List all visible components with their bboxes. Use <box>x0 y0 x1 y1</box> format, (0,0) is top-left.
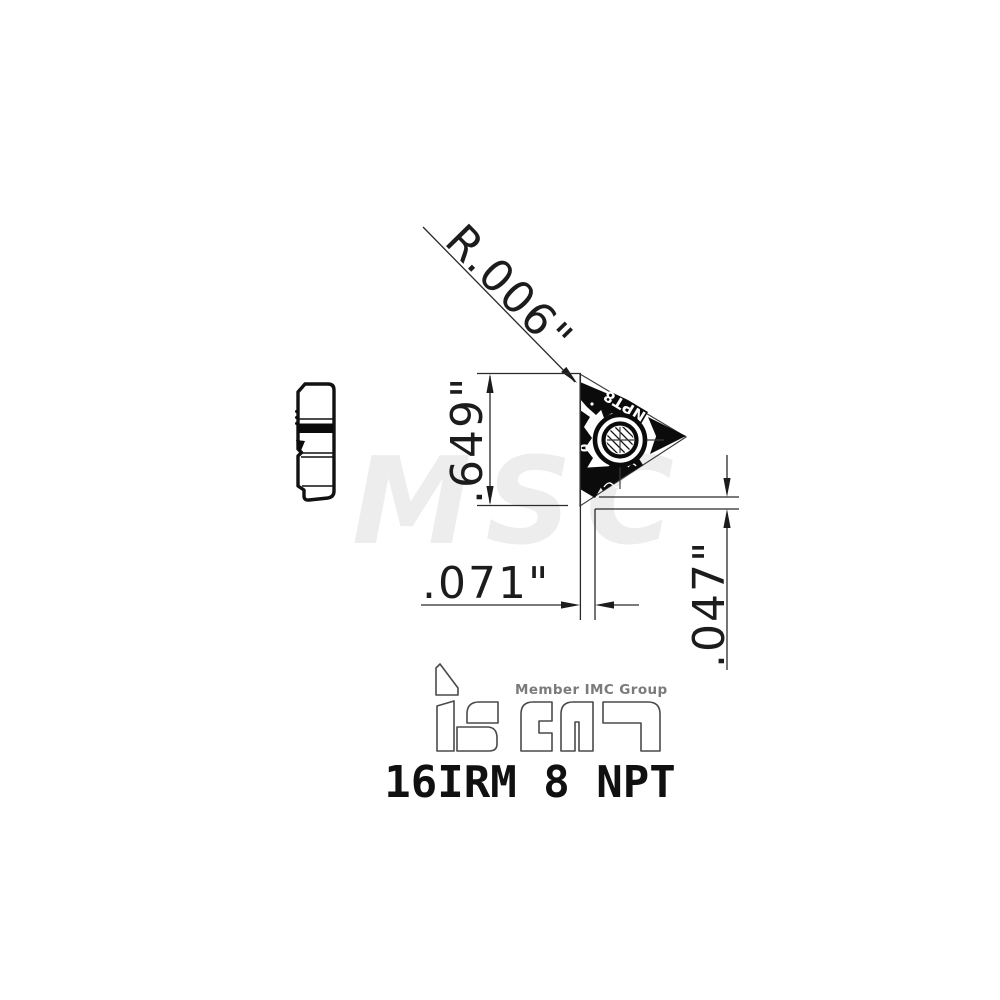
insert-tooth-right <box>648 417 686 454</box>
logo-s-top <box>466 701 499 724</box>
dim-label-corner-radius: R.006" <box>435 215 583 364</box>
dim-arrowhead <box>561 601 580 609</box>
dim-nose-width-offset: .071" <box>421 374 639 620</box>
insert-edge-band-top <box>599 391 648 424</box>
logo-i-stem <box>436 700 455 752</box>
product-model-title: 16IRM 8 NPT <box>384 757 675 808</box>
logo-a <box>560 701 594 752</box>
side-view-outline <box>296 382 336 502</box>
imc-group-tagline: Member IMC Group <box>515 682 668 698</box>
dim-arrowhead <box>595 601 614 609</box>
dim-corner-radius: R.006" <box>422 215 583 386</box>
insert-edge-band-left <box>580 410 593 472</box>
side-view-serration-dot <box>295 422 298 425</box>
logo-r <box>602 701 661 752</box>
dim-insert-height: .649" <box>442 372 581 507</box>
side-view-serration-dot <box>295 410 298 413</box>
dim-nose-height-offset: .047" <box>595 455 739 670</box>
dim-label-nose-height-offset: .047" <box>684 540 735 668</box>
logo-i-dot <box>435 663 459 696</box>
engraving-speck <box>652 435 656 439</box>
side-view-band <box>297 423 334 433</box>
insert-side-view <box>295 382 336 502</box>
insert-front-view: NPT8 0 <box>578 372 688 508</box>
dim-label-insert-height: .649" <box>442 376 493 504</box>
side-view-serration-dot <box>295 416 298 419</box>
iscar-logo <box>435 663 661 752</box>
side-view-tooth <box>296 440 305 453</box>
leader-arrowhead <box>561 366 580 386</box>
dim-arrowhead <box>723 478 731 497</box>
engraving-speck <box>590 402 594 406</box>
logo-c <box>520 701 553 752</box>
logo-s-bottom <box>456 726 498 752</box>
dim-label-nose-width-offset: .071" <box>422 558 550 609</box>
insert-engraving-left: 0 <box>578 444 592 452</box>
insert-tooth-top-left <box>580 382 613 415</box>
leader-line <box>422 226 576 383</box>
dim-arrowhead <box>723 509 731 528</box>
